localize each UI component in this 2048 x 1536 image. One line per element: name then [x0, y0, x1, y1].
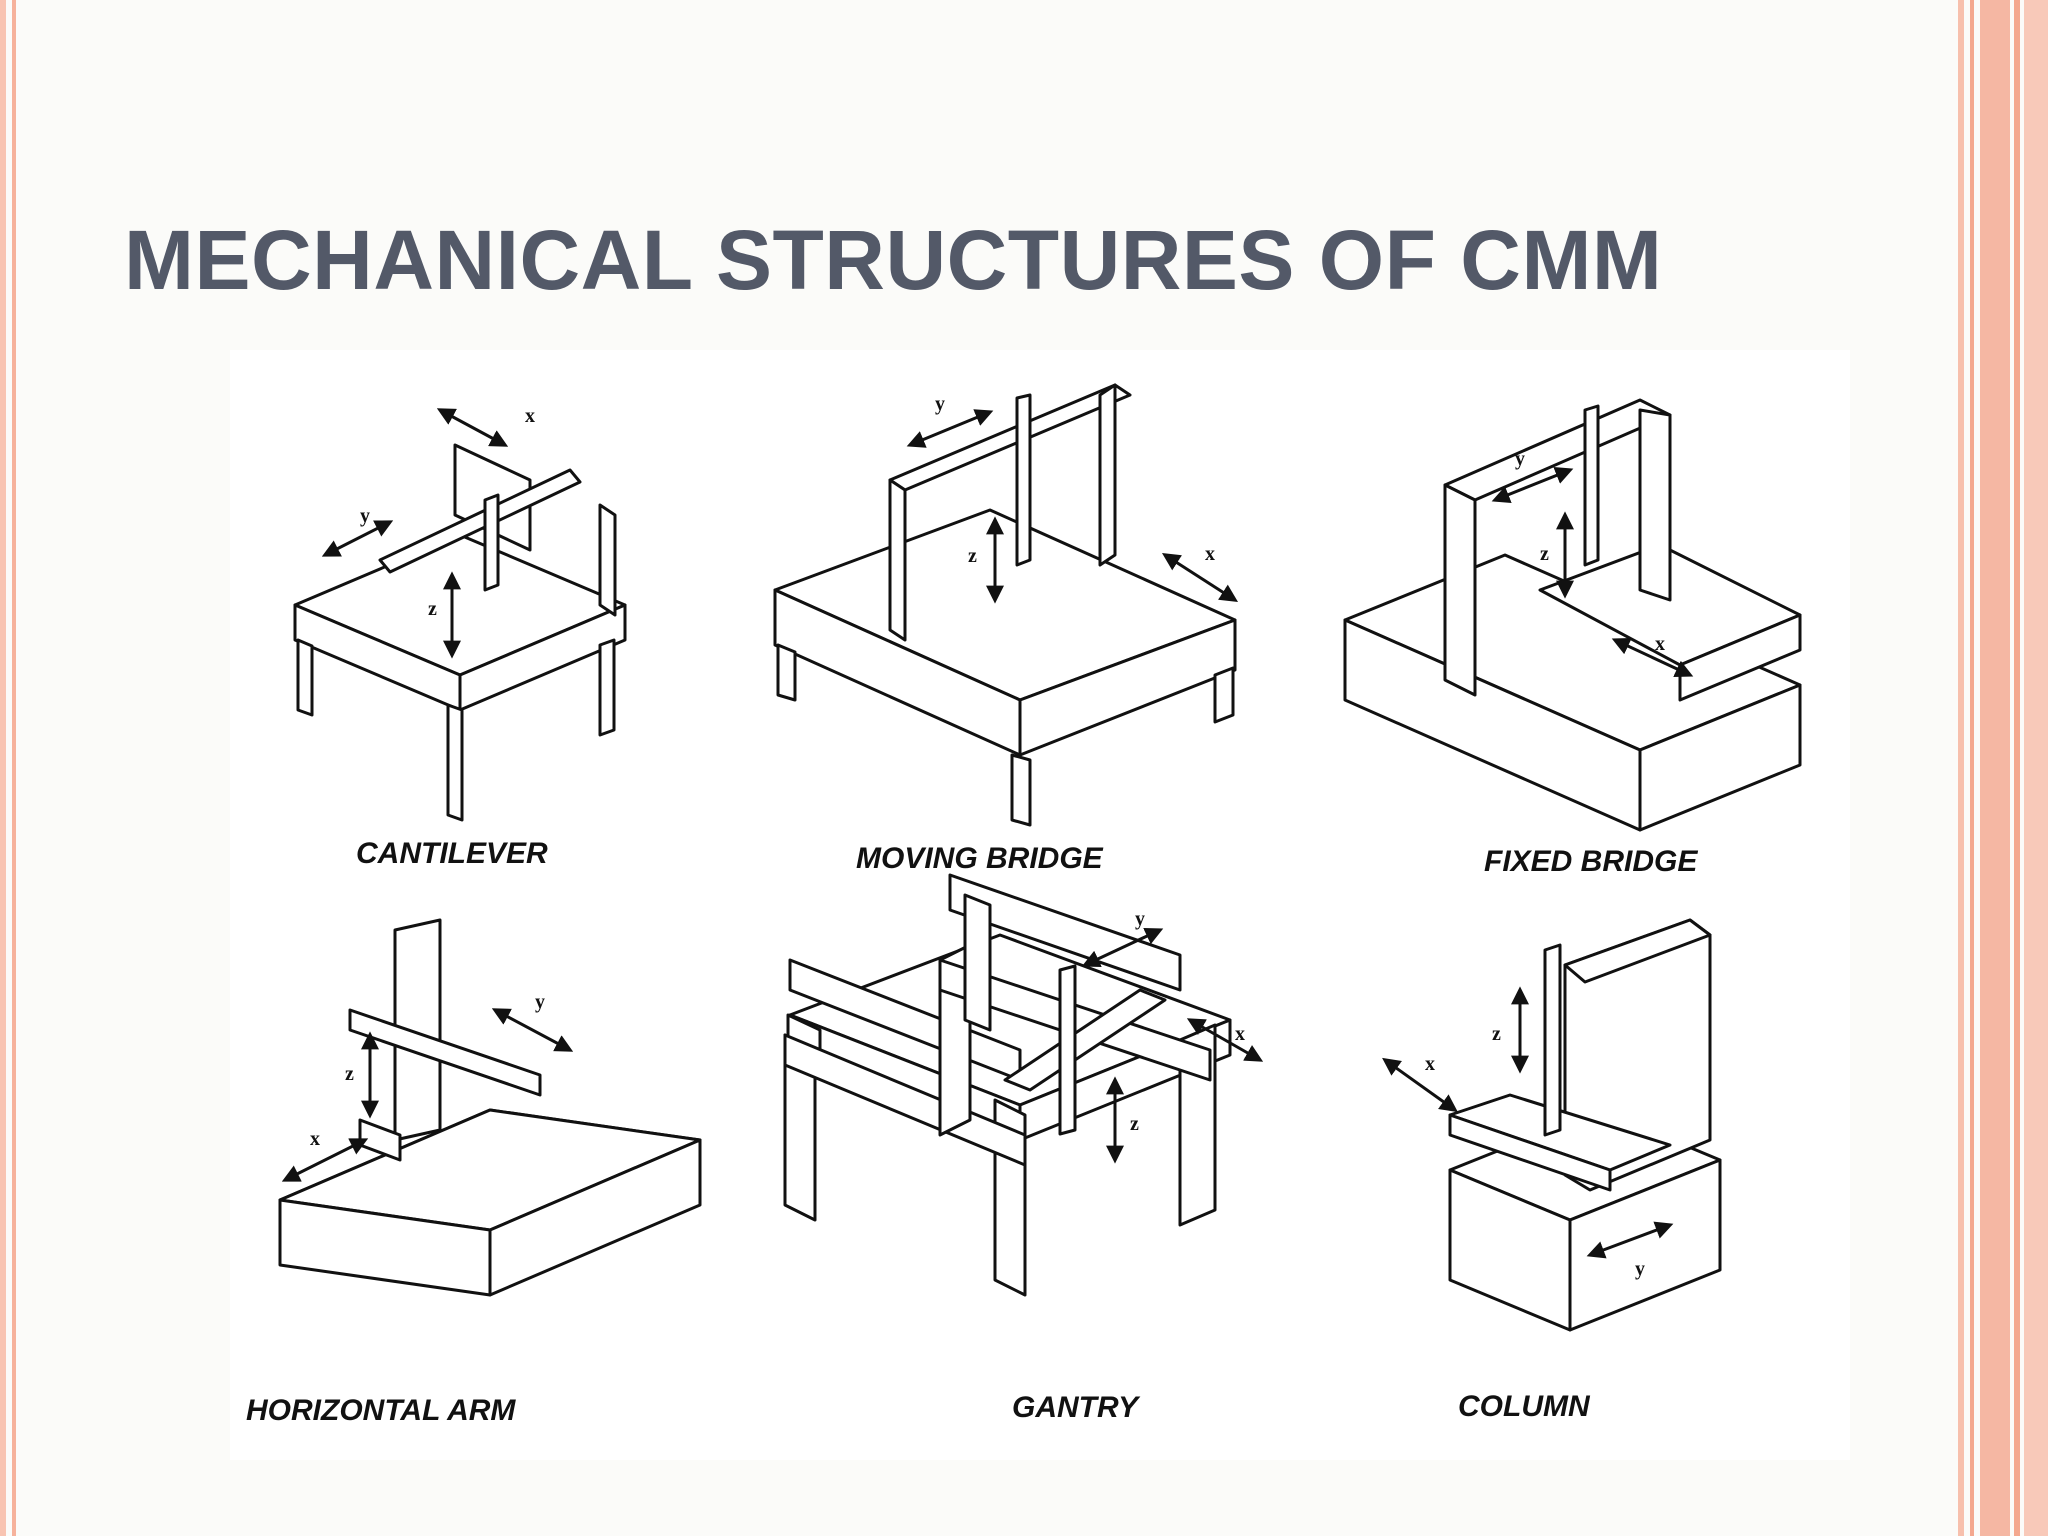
cantilever-axis-z: z — [428, 598, 437, 620]
fixed-bridge-axis-z: z — [1540, 543, 1549, 565]
slide-title: MECHANICAL STRUCTURES OF CMM — [124, 213, 1663, 307]
caption-cantilever: CANTILEVER — [356, 837, 548, 870]
right-border-stripe-2 — [1970, 0, 1974, 1536]
horizontal-arm-drawing: x z y — [278, 918, 702, 1297]
gantry-drawing: y x z — [783, 873, 1264, 1297]
column-axis-y: y — [1635, 1258, 1645, 1280]
cantilever-axis-y: y — [360, 505, 370, 527]
cmm-structures-figure: x y z CANTILEVER y z x MOVING BRIDGE — [230, 350, 1850, 1460]
caption-column: COLUMN — [1458, 1390, 1591, 1423]
gantry-axis-y: y — [1135, 908, 1145, 930]
cantilever-drawing: x y z — [293, 405, 627, 822]
column-drawing: x z y — [1382, 918, 1722, 1332]
caption-gantry: GANTRY — [1012, 1391, 1141, 1424]
horizontal-arm-axis-z: z — [345, 1063, 354, 1085]
caption-moving-bridge: MOVING BRIDGE — [856, 842, 1104, 875]
gantry-axis-z: z — [1130, 1113, 1139, 1135]
moving-bridge-axis-x: x — [1205, 543, 1215, 565]
slide-right-border — [1958, 0, 2048, 1536]
column-axis-x: x — [1425, 1053, 1435, 1075]
fixed-bridge-drawing: y z x — [1343, 398, 1802, 832]
fixed-bridge-axis-y: y — [1515, 448, 1525, 470]
horizontal-arm-axis-y: y — [535, 991, 545, 1013]
gantry-axis-x: x — [1235, 1023, 1245, 1045]
cmm-structures-diagram: x y z CANTILEVER y z x MOVING BRIDGE — [246, 383, 1802, 1427]
moving-bridge-drawing: y z x — [773, 383, 1239, 827]
moving-bridge-axis-y: y — [935, 393, 945, 415]
slide-left-border — [0, 0, 22, 1536]
right-border-stripe-3 — [1980, 0, 2010, 1536]
right-border-stripe-4 — [2014, 0, 2020, 1536]
column-axis-z: z — [1492, 1023, 1501, 1045]
caption-horizontal-arm: HORIZONTAL ARM — [246, 1394, 516, 1427]
left-border-stripe-inner — [12, 0, 16, 1536]
right-border-stripe-5 — [2024, 0, 2048, 1536]
moving-bridge-axis-z: z — [968, 545, 977, 567]
left-border-stripe-outer — [0, 0, 6, 1536]
fixed-bridge-axis-x: x — [1655, 633, 1665, 655]
caption-fixed-bridge: FIXED BRIDGE — [1484, 845, 1698, 878]
horizontal-arm-axis-x: x — [310, 1128, 320, 1150]
cantilever-axis-x: x — [525, 405, 535, 427]
right-border-stripe-1 — [1958, 0, 1964, 1536]
